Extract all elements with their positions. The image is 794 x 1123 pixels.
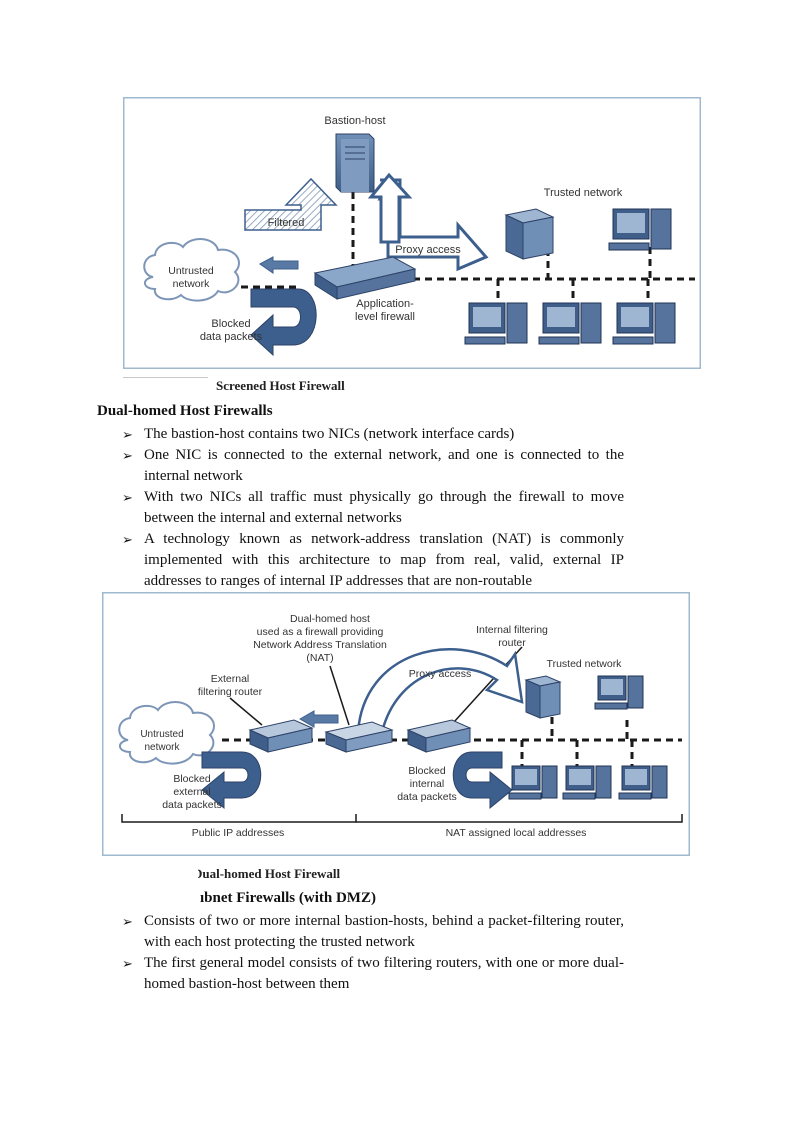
arrow-bullet-icon: ➢ — [122, 490, 133, 505]
blocked-packets-label: Blocked — [211, 318, 250, 330]
bastion-host-icon — [335, 133, 375, 193]
blocked-external-label: Blocked — [173, 773, 211, 785]
list-item: ➢With two NICs all traffic must physical… — [122, 489, 624, 526]
figure1-caption: Screened Host Firewall — [216, 378, 345, 393]
nat-brace — [356, 814, 683, 823]
nat-addresses-label: NAT assigned local addresses — [446, 827, 587, 839]
figure2-caption: Dual-homed Host Firewall — [193, 866, 341, 881]
workstation-icon — [612, 302, 676, 345]
external-router-label: filtering router — [198, 686, 263, 698]
list-item: ➢Consists of two or more internal bastio… — [122, 913, 624, 950]
dual-homed-host-label: Dual-homed host — [290, 613, 370, 625]
trusted-network-label: Trusted network — [547, 658, 623, 670]
workstation-icon — [464, 302, 528, 345]
bullet-list: ➢Consists of two or more internal bastio… — [122, 911, 624, 995]
application-firewall-label: level firewall — [355, 311, 415, 323]
workstation-icon — [608, 208, 672, 251]
small-left-arrow-icon — [259, 256, 299, 274]
public-ip-label: Public IP addresses — [192, 827, 285, 839]
workstation-icon — [594, 675, 644, 710]
caption-underline — [123, 377, 208, 378]
untrusted-cloud-icon — [118, 701, 215, 765]
section-heading: Dual-homed Host Firewalls — [97, 403, 273, 419]
list-item: ➢One NIC is connected to the external ne… — [122, 447, 624, 484]
arrow-bullet-icon: ➢ — [122, 532, 133, 547]
workstation-icon — [562, 765, 612, 800]
untrusted-network-label: Untrusted — [140, 729, 183, 740]
internal-router-label: Internal filtering — [476, 624, 548, 636]
arrow-bullet-icon: ➢ — [122, 427, 133, 442]
untrusted-network-label: network — [144, 742, 180, 753]
blocked-internal-label: Blocked — [408, 765, 446, 777]
dual-homed-host-label: used as a firewall providing — [257, 626, 384, 638]
proxy-access-label: Proxy access — [395, 244, 461, 256]
blocked-curved-arrow-icon — [201, 751, 262, 810]
application-firewall-label: Application- — [356, 298, 414, 310]
blocked-packets-label: data packets — [200, 331, 263, 343]
blocked-curved-arrow-icon — [250, 288, 317, 357]
filtered-label: Filtered — [268, 217, 305, 229]
bullet-list: ➢The bastion-host contains two NICs (net… — [122, 424, 624, 592]
workstation-icon — [538, 302, 602, 345]
list-item: ➢The bastion-host contains two NICs (net… — [122, 424, 624, 445]
proxy-access-arrow-icon — [356, 647, 524, 734]
external-router-label: External — [211, 673, 250, 685]
untrusted-cloud-icon — [143, 238, 240, 302]
dual-homed-host-label: (NAT) — [306, 652, 333, 664]
external-router-icon — [248, 719, 314, 753]
blocked-internal-label: internal — [410, 778, 444, 790]
blocked-external-label: data packets — [162, 799, 222, 811]
arrow-bullet-icon: ➢ — [122, 956, 133, 971]
dual-homed-host-label: Network Address Translation — [253, 639, 387, 651]
list-item: ➢The first general model consists of two… — [122, 955, 624, 992]
small-left-arrow-icon — [298, 710, 339, 728]
dual-homed-diagram: Dual-homed host used as a firewall provi… — [102, 592, 690, 856]
list-item: ➢A technology known as network-address t… — [122, 531, 624, 589]
internal-router-label: router — [498, 637, 526, 649]
trusted-server-icon — [504, 208, 555, 260]
application-firewall-icon — [313, 256, 417, 300]
trusted-server-icon — [524, 675, 562, 719]
filtered-arrow-icon — [244, 177, 338, 231]
section-heading: ıbnet Firewalls (with DMZ) — [200, 890, 376, 906]
blocked-external-label: external — [173, 786, 210, 798]
workstation-icon — [618, 765, 668, 800]
dual-homed-host-icon — [324, 721, 394, 753]
public-ip-brace — [121, 814, 357, 823]
proxy-access-label: Proxy access — [409, 668, 471, 680]
screened-host-diagram: Bastion-host Filtered Proxy access Trust… — [123, 97, 701, 369]
blocked-internal-label: data packets — [397, 791, 457, 803]
internal-router-icon — [406, 719, 472, 753]
workstation-icon — [508, 765, 558, 800]
figure-frame — [123, 97, 701, 369]
trusted-network-label: Trusted network — [544, 187, 623, 199]
bastion-host-label: Bastion-host — [324, 115, 385, 127]
untrusted-network-label: network — [173, 278, 211, 290]
arrow-bullet-icon: ➢ — [122, 448, 133, 463]
arrow-bullet-icon: ➢ — [122, 914, 133, 929]
untrusted-network-label: Untrusted — [168, 265, 214, 277]
blocked-curved-arrow-icon — [452, 751, 513, 810]
